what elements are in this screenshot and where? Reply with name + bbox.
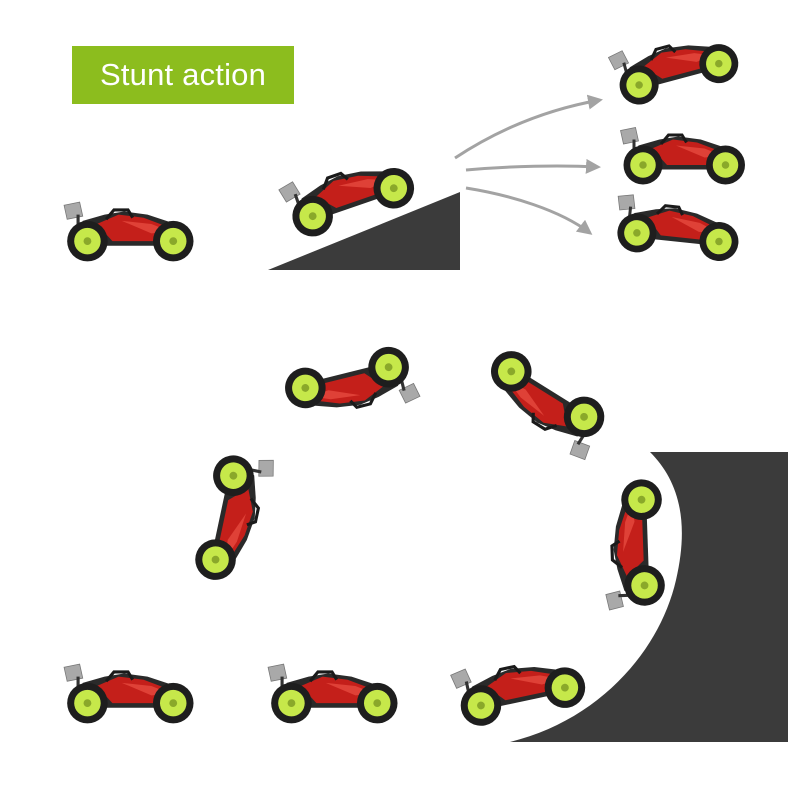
launch-ramp bbox=[268, 192, 460, 270]
car-loop-3 bbox=[448, 643, 591, 732]
car-loop-7 bbox=[189, 447, 278, 590]
arrow-straight bbox=[465, 158, 601, 174]
car-loop-2 bbox=[266, 662, 400, 725]
car-loop-1 bbox=[62, 662, 196, 725]
car-loop-4 bbox=[600, 477, 668, 612]
arrow-down bbox=[465, 186, 593, 235]
car-jump-level bbox=[619, 126, 747, 186]
car-loop-5 bbox=[471, 341, 617, 464]
car-idle bbox=[62, 200, 196, 263]
car-loop-6 bbox=[279, 340, 423, 433]
loop-ramp bbox=[510, 452, 788, 742]
title-badge: Stunt action bbox=[72, 46, 294, 104]
title-text: Stunt action bbox=[99, 57, 267, 92]
car-jump-high bbox=[606, 20, 745, 112]
arrow-up bbox=[454, 94, 603, 160]
car-jump-low bbox=[610, 191, 744, 265]
